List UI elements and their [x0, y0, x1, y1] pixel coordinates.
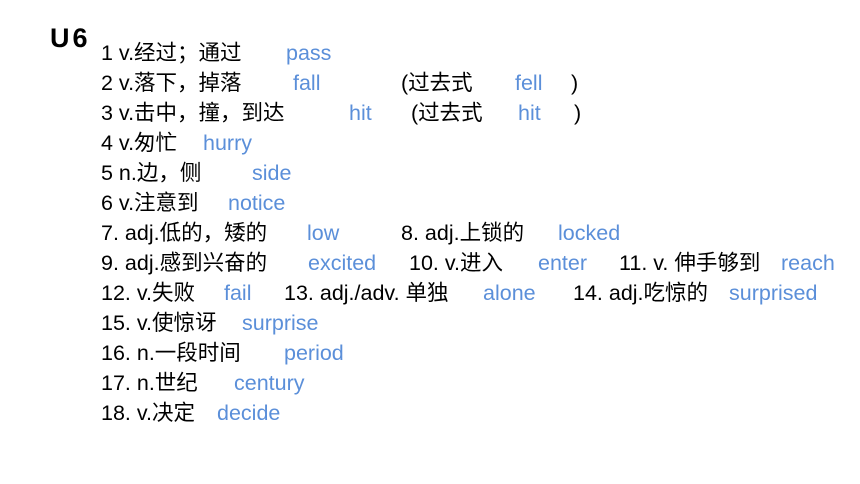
vocab-row: 3 v.击中，撞，到达 hit (过去式 hit ) [101, 98, 856, 128]
closing-paren: ) [574, 101, 582, 125]
chinese-definition: 3 v.击中，撞，到达 [101, 101, 285, 125]
chinese-definition: 10. v.进入 [409, 251, 503, 275]
unit-title: U6 [50, 23, 91, 53]
vocab-row: 2 v.落下，掉落 fall (过去式 fell ) [101, 68, 856, 98]
past-tense-label: (过去式 [411, 101, 483, 125]
english-word: century [234, 371, 305, 395]
vocab-row: 1 v.经过；通过 pass [101, 38, 856, 68]
closing-paren: ) [571, 71, 579, 95]
english-word: surprised [729, 281, 818, 305]
vocab-row: 9. adj.感到兴奋的 excited 10. v.进入 enter 11. … [101, 248, 856, 278]
chinese-definition: 8. adj.上锁的 [401, 221, 525, 245]
english-word: fail [224, 281, 252, 305]
english-word: period [284, 341, 344, 365]
chinese-definition: 4 v.匆忙 [101, 131, 178, 155]
english-word: decide [217, 401, 281, 425]
english-word: hurry [203, 131, 252, 155]
english-word: pass [286, 41, 332, 65]
chinese-definition: 15. v.使惊讶 [101, 311, 217, 335]
english-word: reach [781, 251, 835, 275]
english-word: fell [515, 71, 543, 95]
vocab-row: 15. v.使惊讶 surprise [101, 308, 856, 338]
chinese-definition: 12. v.失败 [101, 281, 195, 305]
english-word: excited [308, 251, 377, 275]
past-tense-label: (过去式 [401, 71, 473, 95]
vocab-row: 12. v.失败 fail 13. adj./adv. 单独 alone 14.… [101, 278, 856, 308]
english-word: hit [349, 101, 372, 125]
english-word: alone [483, 281, 536, 305]
english-word: hit [518, 101, 541, 125]
vocab-row: 7. adj.低的，矮的 low 8. adj.上锁的 locked [101, 218, 856, 248]
vocab-row: 16. n.一段时间 period [101, 338, 856, 368]
chinese-definition: 1 v.经过；通过 [101, 41, 242, 65]
english-word: enter [538, 251, 588, 275]
chinese-definition: 16. n.一段时间 [101, 341, 241, 365]
english-word: side [252, 161, 292, 185]
chinese-definition: 18. v.决定 [101, 401, 195, 425]
chinese-definition: 17. n.世纪 [101, 371, 198, 395]
english-word: low [307, 221, 340, 245]
vocab-row: 4 v.匆忙 hurry [101, 128, 856, 158]
vocab-row: 5 n.边，侧 side [101, 158, 856, 188]
vocab-row: 6 v.注意到 notice [101, 188, 856, 218]
english-word: surprise [242, 311, 319, 335]
chinese-definition: 5 n.边，侧 [101, 161, 202, 185]
english-word: notice [228, 191, 286, 215]
chinese-definition: 11. v. 伸手够到 [619, 251, 761, 275]
chinese-definition: 2 v.落下，掉落 [101, 71, 242, 95]
chinese-definition: 13. adj./adv. 单独 [284, 281, 449, 305]
chinese-definition: 14. adj.吃惊的 [573, 281, 709, 305]
english-word: locked [558, 221, 621, 245]
chinese-definition: 9. adj.感到兴奋的 [101, 251, 268, 275]
chinese-definition: 7. adj.低的，矮的 [101, 221, 268, 245]
vocab-row: 18. v.决定 decide [101, 398, 856, 428]
english-word: fall [293, 71, 321, 95]
vocab-row: 17. n.世纪 century [101, 368, 856, 398]
vocab-list: 1 v.经过；通过 pass 2 v.落下，掉落 fall (过去式 fell … [101, 38, 856, 428]
chinese-definition: 6 v.注意到 [101, 191, 199, 215]
